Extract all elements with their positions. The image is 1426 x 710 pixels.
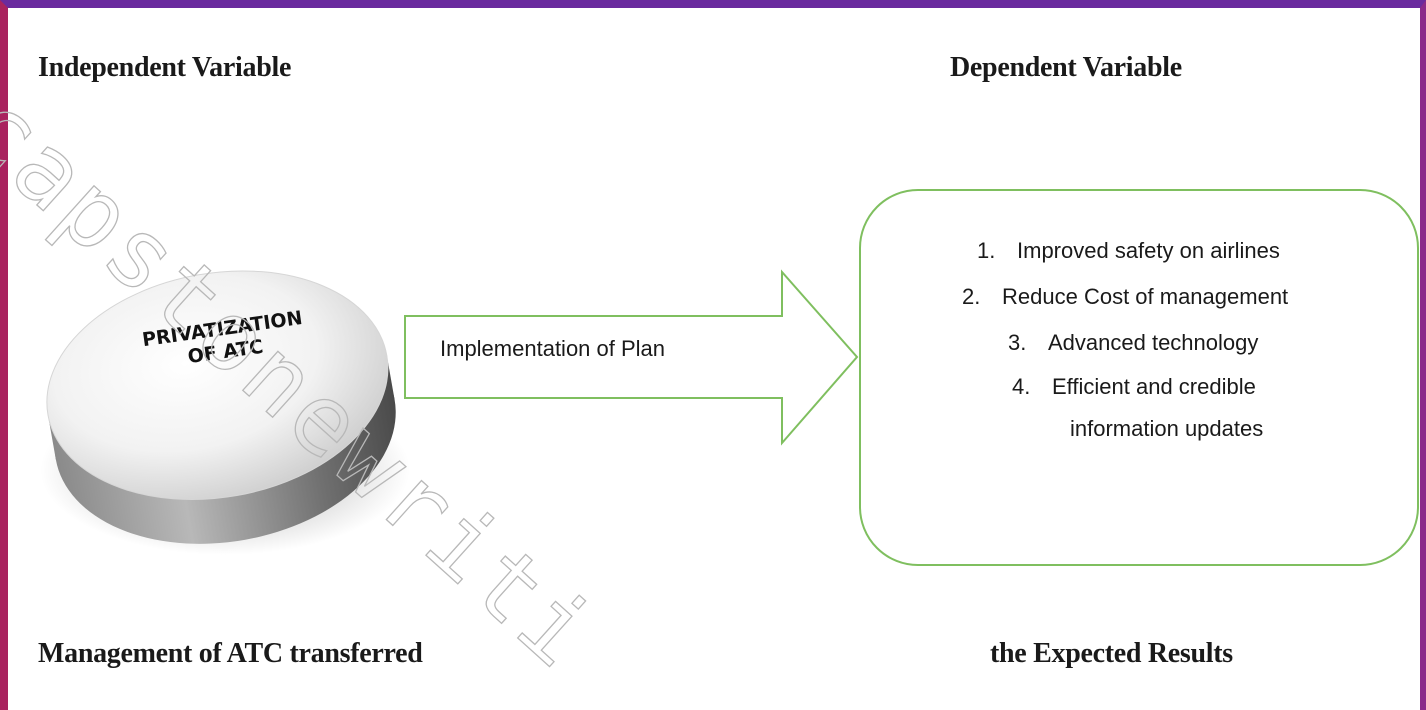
expected-results-list: 1. Improved safety on airlines 2. Reduce C… bbox=[962, 228, 1362, 450]
implementation-arrow bbox=[404, 269, 859, 446]
dependent-variable-heading: Dependent Variable bbox=[950, 52, 1182, 83]
list-number: 3. bbox=[1008, 330, 1027, 355]
list-item: 3. Advanced technology bbox=[962, 320, 1362, 366]
independent-caption: Management of ATC transferred bbox=[38, 638, 423, 669]
list-number: 4. bbox=[1012, 374, 1031, 399]
list-text: Reduce Cost of management bbox=[1002, 284, 1289, 309]
list-text: Efficient and credible bbox=[1052, 374, 1256, 399]
arrow-label: Implementation of Plan bbox=[440, 336, 666, 361]
list-text: Advanced technology bbox=[1048, 330, 1259, 355]
independent-variable-heading: Independent Variable bbox=[38, 52, 292, 83]
list-number: 2. bbox=[962, 284, 981, 309]
list-text-continuation: information updates bbox=[1070, 416, 1264, 441]
list-item: 2. Reduce Cost of management bbox=[962, 274, 1362, 320]
list-text: Improved safety on airlines bbox=[1017, 238, 1280, 263]
privatization-button-graphic bbox=[40, 270, 410, 555]
dependent-caption: the Expected Results bbox=[990, 638, 1233, 669]
results-box bbox=[859, 189, 1419, 566]
list-number: 1. bbox=[977, 238, 996, 263]
list-item: 4. Efficient and credible information upd… bbox=[962, 366, 1362, 450]
list-item: 1. Improved safety on airlines bbox=[962, 228, 1362, 274]
